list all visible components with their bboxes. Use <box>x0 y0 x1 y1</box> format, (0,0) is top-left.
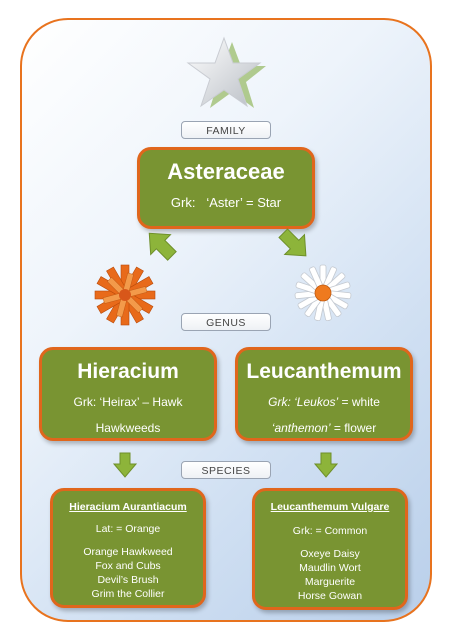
hieracium-species-latin: Lat: = Orange <box>95 523 161 535</box>
hieracium-greek: Grk: ‘Heirax’ – Hawk <box>73 395 183 409</box>
family-greek-text: ‘Aster’ = Star <box>206 195 282 210</box>
common-name: Orange Hawkweed <box>83 546 173 558</box>
family-greek-prefix: Grk: <box>170 195 196 210</box>
family-box: Asteraceae Grk: ‘Aster’ = Star <box>137 147 315 229</box>
hieracium-common: Hawkweeds <box>95 421 161 435</box>
family-name: Asteraceae <box>167 159 285 184</box>
arrow-icon <box>278 228 307 257</box>
species-label: SPECIES <box>181 461 271 479</box>
common-name: Oxeye Daisy <box>300 548 360 560</box>
leucanthemum-box: Leucanthemum Grk: ‘Leukos’ = white ‘anth… <box>235 347 413 441</box>
daisy-flower-icon <box>294 264 352 322</box>
hieracium-species-name: Hieracium Aurantiacum <box>69 501 187 513</box>
hieracium-species-box: Hieracium Aurantiacum Lat: = Orange Oran… <box>50 488 206 608</box>
family-label: FAMILY <box>181 121 271 139</box>
leucanthemum-greek-prefix: Grk: <box>268 395 291 409</box>
leucanthemum-greek-word2: ‘anthemon’ <box>271 421 331 435</box>
common-name: Maudlin Wort <box>299 562 361 574</box>
arrow-icon <box>113 452 137 478</box>
leucanthemum-name: Leucanthemum <box>246 360 402 383</box>
leucanthemum-greek-rest1: = white <box>338 395 380 409</box>
common-name: Devil’s Brush <box>97 574 159 586</box>
orange-hawkweed-flower-icon <box>94 264 156 326</box>
leucanthemum-species-greek: Grk: = Common <box>292 525 368 537</box>
common-name: Fox and Cubs <box>95 560 161 572</box>
common-name: Marguerite <box>304 576 356 588</box>
common-name: Grim the Collier <box>91 588 165 600</box>
genus-label: GENUS <box>181 313 271 331</box>
leucanthemum-greek-word1: ‘Leukos’ <box>294 395 339 409</box>
common-name: Horse Gowan <box>297 590 363 602</box>
leucanthemum-species-box: Leucanthemum Vulgare Grk: = Common Oxeye… <box>252 488 408 610</box>
star-icon <box>186 36 266 108</box>
arrow-icon <box>314 452 338 478</box>
arrow-icon <box>148 232 177 261</box>
leucanthemum-greek-rest2: = flower <box>330 421 377 435</box>
hieracium-name: Hieracium <box>77 360 179 383</box>
leucanthemum-species-name: Leucanthemum Vulgare <box>270 501 390 513</box>
hieracium-box: Hieracium Grk: ‘Heirax’ – Hawk Hawkweeds <box>39 347 217 441</box>
